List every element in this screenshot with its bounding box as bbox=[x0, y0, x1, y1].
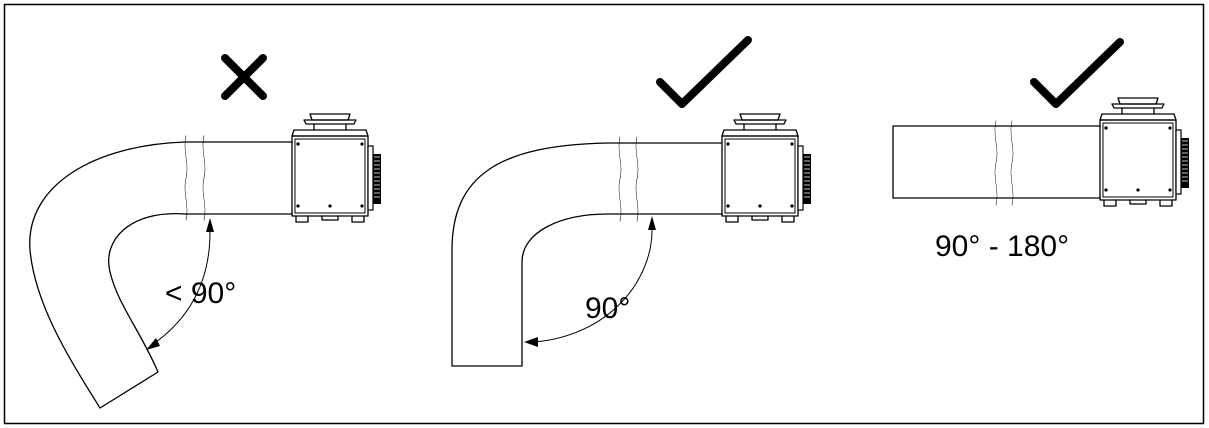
duct-straight-section bbox=[184, 141, 293, 215]
angle-label: < 90° bbox=[165, 277, 236, 310]
duct-right-angle-bend bbox=[451, 142, 609, 367]
duct-break-mark bbox=[994, 120, 1014, 206]
dehumidifier-unit bbox=[721, 113, 812, 223]
angle-label: 90° bbox=[585, 292, 630, 325]
duct-straight-section bbox=[607, 142, 723, 215]
diagram-frame bbox=[3, 3, 1205, 425]
angle-label: 90° - 180° bbox=[935, 230, 1069, 263]
dehumidifier-unit bbox=[291, 113, 382, 223]
cross-icon bbox=[221, 54, 267, 100]
duct-straight-section bbox=[892, 125, 1101, 199]
duct-break-mark bbox=[618, 136, 639, 222]
panel-correct-bend: 90° bbox=[451, 36, 812, 367]
panel-straight-duct: 90° - 180° bbox=[892, 38, 1190, 263]
angle-arc bbox=[534, 229, 653, 343]
check-icon bbox=[1030, 38, 1124, 108]
panel-incorrect-bend: < 90° bbox=[29, 54, 382, 409]
dehumidifier-unit bbox=[1099, 97, 1190, 207]
duct-break-mark bbox=[184, 135, 206, 221]
check-icon bbox=[656, 36, 752, 108]
angle-arc bbox=[151, 231, 211, 346]
duct-sharp-bend bbox=[29, 141, 186, 409]
